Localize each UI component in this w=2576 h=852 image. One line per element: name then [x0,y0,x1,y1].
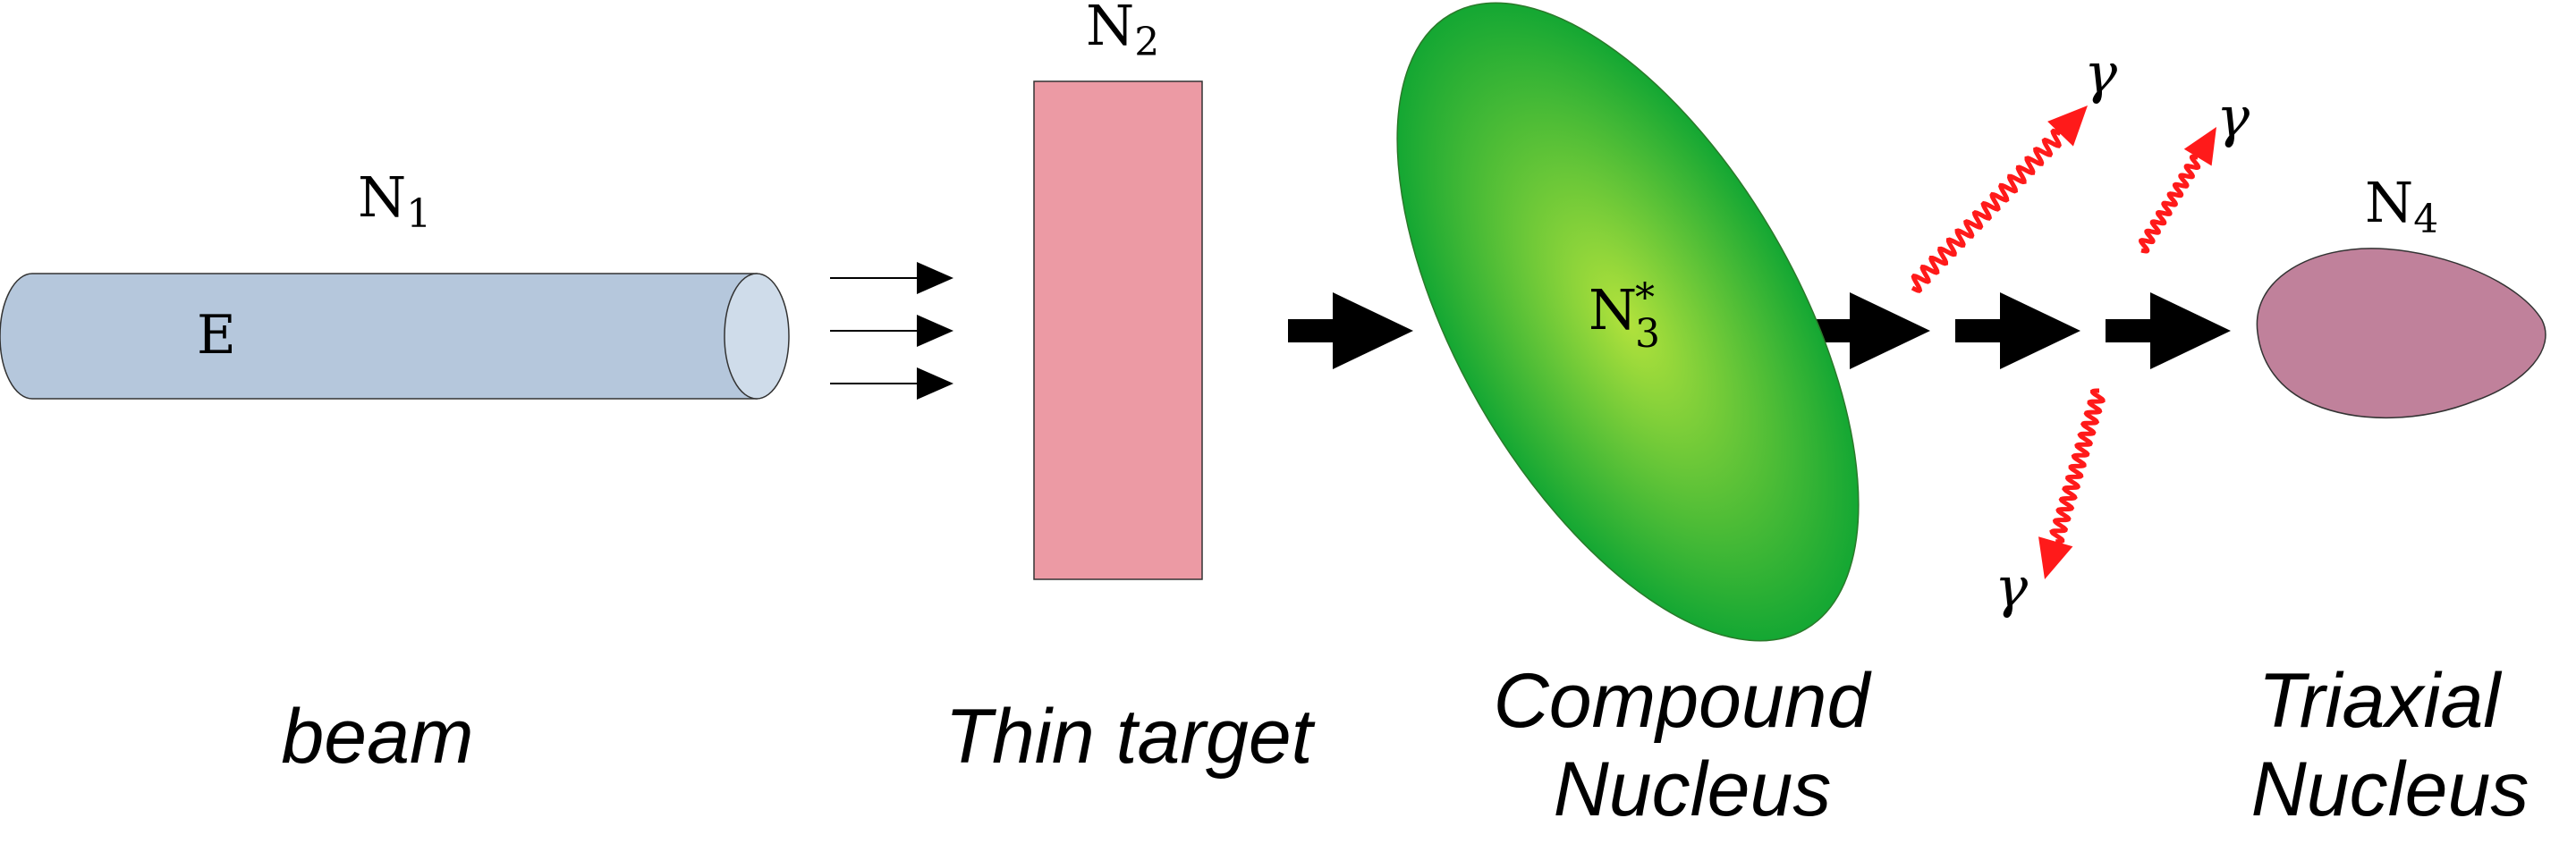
target-caption: Thin target [945,694,1315,780]
gamma-label: γ [1995,554,2029,620]
flow-arrow-right-icon [1955,292,2080,369]
gamma-wavy-arrow-icon [2138,127,2216,254]
gamma-wavy-arrow-icon [2038,388,2106,579]
beam-cylinder-icon [0,273,790,400]
flow-arrow-right-icon [2106,292,2231,369]
target-rectangle-icon [1033,80,1203,580]
gamma-wavy-arrow-icon [1911,105,2088,293]
beam-caption: beam [281,694,473,780]
target-group: N2 Thin target [945,0,1315,780]
beam-cylinder-body [0,273,758,400]
compound-caption: Nucleus [1554,747,1832,832]
flow-arrow-right-icon [1805,292,1930,369]
final-caption: Triaxial [2258,658,2504,744]
target-symbol-label: N2 [1086,0,1159,65]
incident-arrows [830,262,953,400]
final-group: N4 Triaxial Nucleus [2251,170,2546,832]
incident-arrow-right-icon [830,315,953,347]
compound-symbol-label: N*3 [1589,275,1660,357]
beam-energy-label: E [197,304,236,367]
final-symbol-label: N4 [2365,170,2438,242]
beam-group: N1 E beam [0,164,790,780]
incident-arrow-right-icon [830,367,953,400]
gamma-rays: γ γ γ [1911,40,2250,620]
incident-arrow-right-icon [830,262,953,294]
final-egg-shape-icon [2256,248,2546,418]
beam-cylinder-end [724,273,790,400]
gamma-label: γ [2216,84,2250,149]
flow-arrow-right-icon [1288,292,1413,369]
beam-symbol-label: N1 [358,164,431,237]
gamma-label: γ [2084,40,2118,105]
final-caption: Nucleus [2251,747,2529,832]
compound-group: N*3 Compound Nucleus [1396,2,1873,832]
compound-ellipse-icon [1396,2,1860,642]
compound-caption: Compound [1494,658,1873,744]
